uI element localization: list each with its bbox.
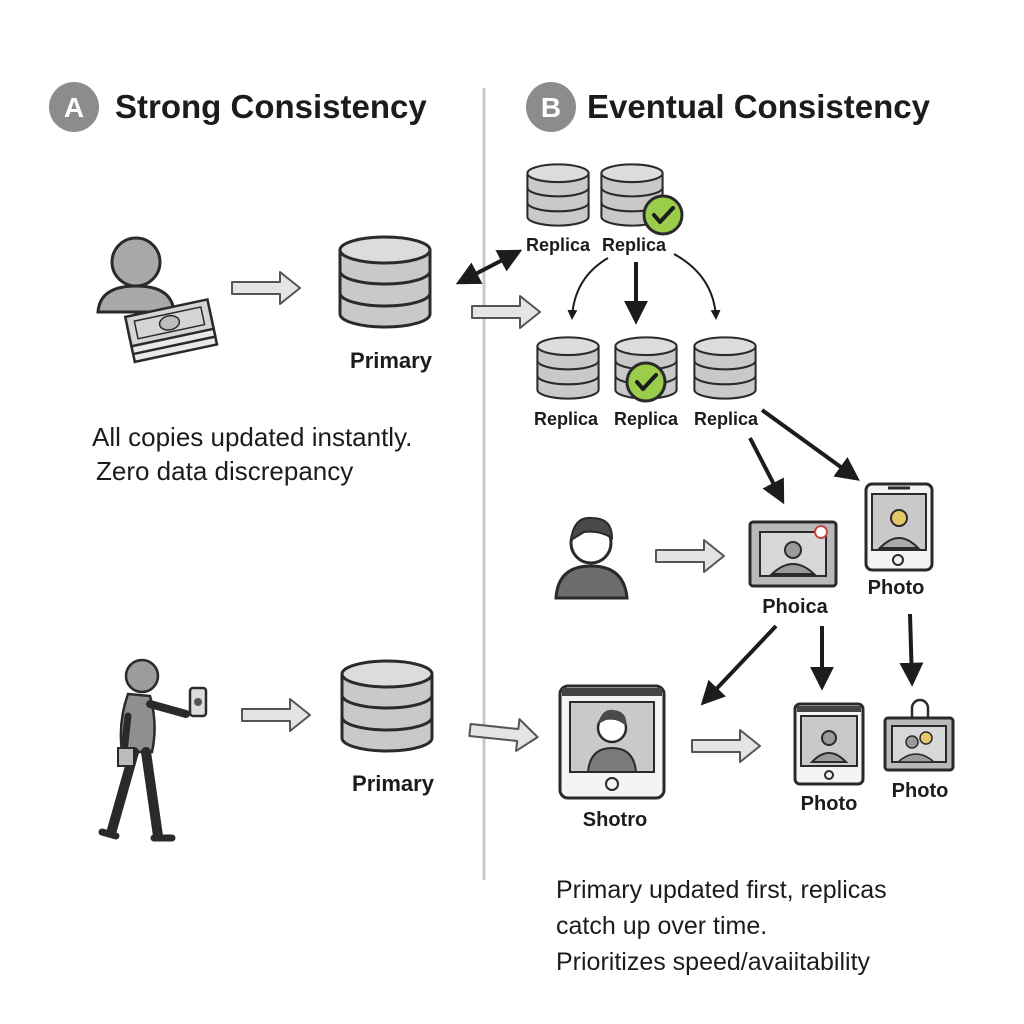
frame-center-label: Phoica (762, 596, 828, 618)
person-icon (554, 516, 629, 600)
svg-text:B: B (541, 92, 561, 123)
database-icon (338, 235, 432, 329)
badge-photo-label: Photo (892, 780, 949, 802)
arrow-person-to-frame (655, 539, 725, 573)
arrow-primary-to-tablet (467, 713, 541, 755)
replica-mid-2-label: Replica (614, 409, 679, 429)
arrow-to-badge-photo (899, 613, 924, 687)
check-icon (625, 361, 667, 403)
database-icon (536, 336, 600, 400)
photo-frame-icon (748, 520, 838, 588)
arrow-primary-to-replicas (471, 295, 541, 329)
panel-a-badge: A (49, 82, 99, 132)
walking-person-icon (98, 658, 190, 842)
arrow-to-frame (748, 437, 785, 505)
database-icon (693, 336, 757, 400)
arrow-replica-fan-3 (673, 253, 721, 320)
tablet-icon (558, 684, 666, 800)
money-stack-icon (123, 297, 219, 364)
tablet-icon (793, 702, 865, 786)
tablet-icon (864, 482, 934, 572)
database-icon (526, 163, 590, 227)
photo-frame-icon (883, 698, 955, 772)
arrow-replica-fan-1 (567, 257, 609, 320)
database-icon (340, 659, 434, 753)
phone-icon (188, 686, 208, 718)
tablet-large-label: Shotro (583, 809, 647, 831)
arrow-to-tablet-right (760, 408, 860, 481)
panel-b-badge: B (526, 82, 576, 132)
check-icon (642, 194, 684, 236)
arrow-tablet-to-small (691, 729, 761, 763)
svg-text:A: A (64, 92, 84, 123)
primary-top-label: Primary (350, 348, 433, 373)
panel-b-title: Eventual Consistency (587, 88, 931, 125)
tablet-small-label: Photo (801, 793, 858, 815)
arrow-person-to-primary-top (231, 271, 301, 305)
replica-mid-1-label: Replica (534, 409, 599, 429)
sync-double-arrow (455, 249, 523, 285)
primary-bottom-label: Primary (352, 771, 435, 796)
panel-a-title: Strong Consistency (115, 88, 427, 125)
panel-b-note: Primary updated first, replicas catch up… (556, 876, 887, 976)
arrow-to-tablet-large (700, 624, 778, 706)
person-icon (96, 236, 176, 314)
panel-a-note: All copies updated instantly. Zero data … (92, 422, 412, 486)
tablet-right-label: Photo (868, 577, 925, 599)
replica-mid-3-label: Replica (694, 409, 759, 429)
replica-top-2-label: Replica (602, 235, 667, 255)
arrow-person-to-primary-bottom (241, 698, 311, 732)
replica-top-1-label: Replica (526, 235, 591, 255)
